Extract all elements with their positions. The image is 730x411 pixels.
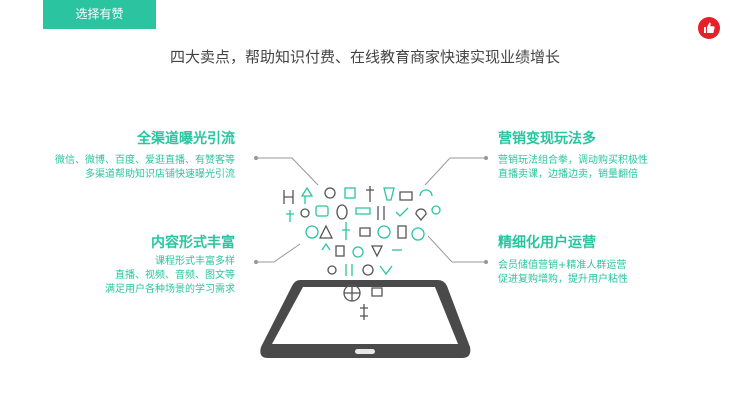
book-icon xyxy=(377,206,385,220)
funnel-icon xyxy=(370,245,384,258)
feature-desc-line: 营销玩法组合拳，调动购买积极性 xyxy=(498,155,648,166)
feature-desc-line: 会员储值营销+精准人群运营 xyxy=(498,260,627,271)
feature-desc-line: 多渠道帮助知识店铺快速曝光引流 xyxy=(85,169,235,180)
feature-desc-line: 微信、微博、百度、爱逛直播、有赞客等 xyxy=(55,155,235,166)
connector-line xyxy=(256,243,301,263)
chevron-icon xyxy=(321,242,331,251)
box-icon xyxy=(344,187,356,199)
pin-icon xyxy=(286,210,294,222)
connector-lines xyxy=(253,155,489,265)
feature-title-users: 精细化用户运营 xyxy=(498,235,596,251)
leaf-icon xyxy=(336,204,348,220)
page-headline: 四大卖点，帮助知识付费、在线教育商家快速实现业绩增长 xyxy=(169,48,560,66)
tablet-illustration xyxy=(260,280,471,358)
thumbs-up-logo-icon xyxy=(698,17,720,39)
feature-title-channels: 全渠道曝光引流 xyxy=(137,131,235,147)
bag-icon xyxy=(359,227,371,237)
feature-desc-content: 课程形式丰富多样 直播、视频、音频、图文等 满足用户各种场景的学习需求 xyxy=(105,255,235,297)
feature-desc-line: 直播、视频、音频、图文等 xyxy=(115,270,235,281)
globe-icon xyxy=(305,225,319,239)
feature-desc-users: 会员储值营销+精准人群运营 促进复购增购，提升用户粘性 xyxy=(498,259,628,287)
feature-desc-line: 满足用户各种场景的学习需求 xyxy=(105,284,235,295)
feature-title-content: 内容形式丰富 xyxy=(151,235,235,251)
connector-dot xyxy=(253,259,259,265)
connector-dot xyxy=(483,155,489,161)
check-icon xyxy=(395,207,409,217)
clock-icon xyxy=(377,225,391,239)
ball-icon xyxy=(431,205,441,215)
connector-dot xyxy=(253,155,259,161)
dot-icon xyxy=(300,208,310,218)
connector-dot xyxy=(483,259,489,265)
dot-icon xyxy=(327,265,337,275)
heart-icon xyxy=(415,208,427,222)
feature-desc-marketing: 营销玩法组合拳，调动购买积极性 直播卖课，边播边卖，销量翻倍 xyxy=(498,154,648,182)
tower-icon xyxy=(342,222,350,240)
feature-desc-line: 直播卖课，边播边卖，销量翻倍 xyxy=(498,169,638,180)
connector-line xyxy=(424,157,486,186)
smile-icon xyxy=(352,246,364,258)
keyboard-icon xyxy=(355,207,371,215)
pause-icon xyxy=(345,264,353,276)
triangle-icon xyxy=(318,224,334,239)
feature-title-marketing: 营销变现玩法多 xyxy=(498,131,596,147)
home-button-icon xyxy=(355,349,375,354)
arrow-down-icon xyxy=(379,265,393,276)
header-tag: 选择有赞 xyxy=(43,0,156,29)
feature-desc-line: 课程形式丰富多样 xyxy=(155,256,235,267)
feature-desc-channels: 微信、微博、百度、爱逛直播、有赞客等 多渠道帮助知识店铺快速曝光引流 xyxy=(55,154,235,182)
cart-icon xyxy=(371,287,383,297)
cross-icon xyxy=(366,186,374,202)
battery-icon xyxy=(335,245,345,257)
phone-icon xyxy=(397,225,407,239)
camera-icon xyxy=(315,205,329,217)
connector-line xyxy=(256,157,319,186)
cup-icon xyxy=(383,187,395,201)
building-icon xyxy=(283,190,294,204)
tree-icon xyxy=(300,186,314,204)
connector-line xyxy=(427,235,486,263)
power-icon xyxy=(411,227,425,241)
headphones-icon xyxy=(419,189,433,197)
feature-desc-line: 促进复购增购，提升用户粘性 xyxy=(498,274,628,285)
monitor-icon xyxy=(399,191,413,201)
circle-icon xyxy=(324,187,336,199)
icon-cloud xyxy=(283,186,441,320)
coin-icon xyxy=(362,264,374,276)
cactus-icon xyxy=(360,304,368,320)
basketball-lines-icon xyxy=(344,285,360,301)
